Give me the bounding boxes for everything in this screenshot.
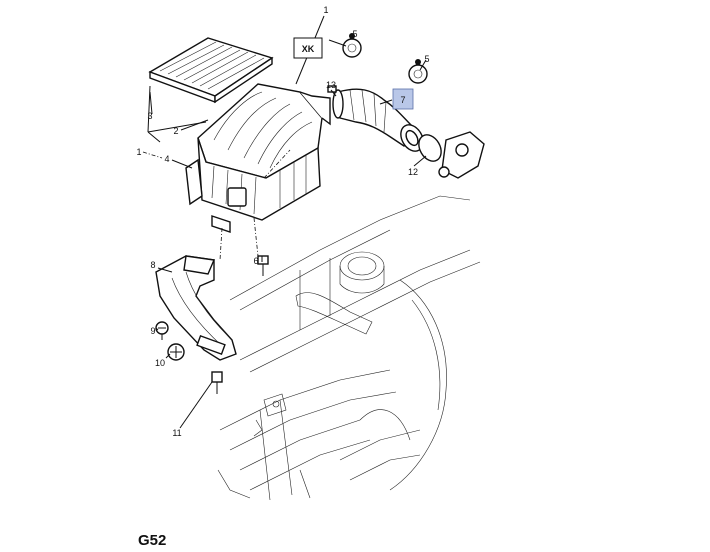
filter-element[interactable] <box>148 37 274 104</box>
screw-9[interactable] <box>155 321 169 340</box>
callout-7-box <box>392 88 414 110</box>
callout-labels: 1 5 5 13 7 3 2 1 4 12 8 6 9 10 11 <box>136 5 429 438</box>
callout-5-a[interactable]: 5 <box>352 29 357 39</box>
callout-3[interactable]: 3 <box>147 111 152 121</box>
bolt-6[interactable] <box>257 255 269 276</box>
vehicle-body <box>217 195 481 501</box>
hose-clamp-13[interactable] <box>327 85 344 119</box>
callout-1-top[interactable]: 1 <box>323 5 328 15</box>
callout-5-b[interactable]: 5 <box>424 54 429 64</box>
callout-13[interactable]: 13 <box>326 80 336 90</box>
callout-10[interactable]: 10 <box>155 358 165 368</box>
xk-badge: XK <box>293 37 323 59</box>
page-code: G52 <box>138 532 167 549</box>
callout-4[interactable]: 4 <box>164 154 169 164</box>
callout-2[interactable]: 2 <box>173 126 178 136</box>
callout-1-left[interactable]: 1 <box>136 147 141 157</box>
callout-6[interactable]: 6 <box>253 256 258 266</box>
inlet-duct[interactable] <box>155 255 237 361</box>
callout-9[interactable]: 9 <box>150 326 155 336</box>
intake-hose[interactable] <box>337 88 428 155</box>
callout-11[interactable]: 11 <box>172 428 181 438</box>
hose-clamp-12[interactable] <box>414 131 445 165</box>
callout-7[interactable]: 7 <box>400 95 405 105</box>
xk-badge-text: XK <box>302 44 315 54</box>
callout-12[interactable]: 12 <box>408 167 418 177</box>
callout-8[interactable]: 8 <box>150 260 155 270</box>
nut-11[interactable] <box>211 371 223 394</box>
air-cleaner-housing[interactable] <box>185 83 331 233</box>
throttle-body[interactable] <box>438 131 485 179</box>
grommet-5a[interactable] <box>342 33 362 58</box>
clip-10[interactable] <box>167 343 185 361</box>
grommet-5b[interactable] <box>408 59 428 84</box>
